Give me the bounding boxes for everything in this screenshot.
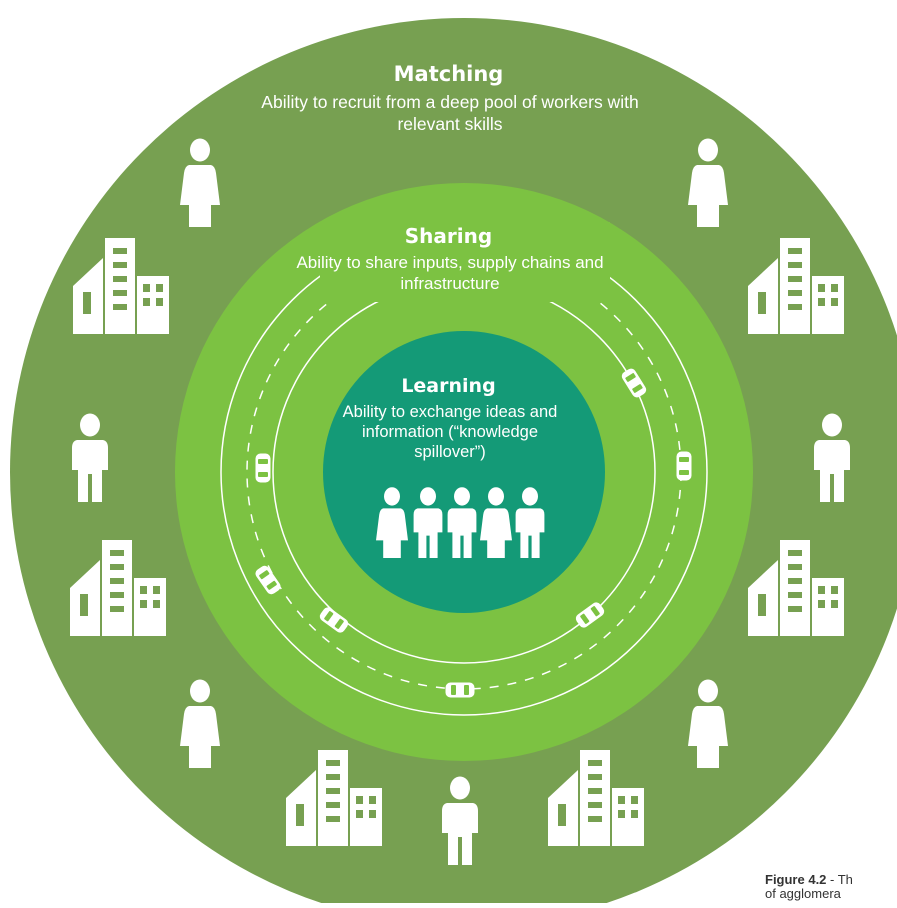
matching-description: Ability to recruit from a deep pool of w… xyxy=(261,92,639,134)
sharing-description: Ability to share inputs, supply chains a… xyxy=(296,253,604,294)
learning-title: Learning xyxy=(401,375,496,397)
learning-description: Ability to exchange ideas and informatio… xyxy=(342,403,558,461)
sharing-label-background xyxy=(320,222,610,302)
figure-caption-line2: of agglomera xyxy=(765,886,841,902)
sharing-title: Sharing xyxy=(404,224,493,248)
figure-caption-line1: - Th xyxy=(826,873,853,887)
car-icon xyxy=(676,451,692,481)
figure-caption-label: Figure 4.2 xyxy=(765,873,827,887)
car-icon xyxy=(255,453,271,483)
figure-caption: Figure 4.2 - Th of agglomera xyxy=(765,873,897,902)
car-icon xyxy=(445,682,475,698)
matching-title: Matching xyxy=(393,62,504,86)
learning-circle xyxy=(323,331,605,613)
